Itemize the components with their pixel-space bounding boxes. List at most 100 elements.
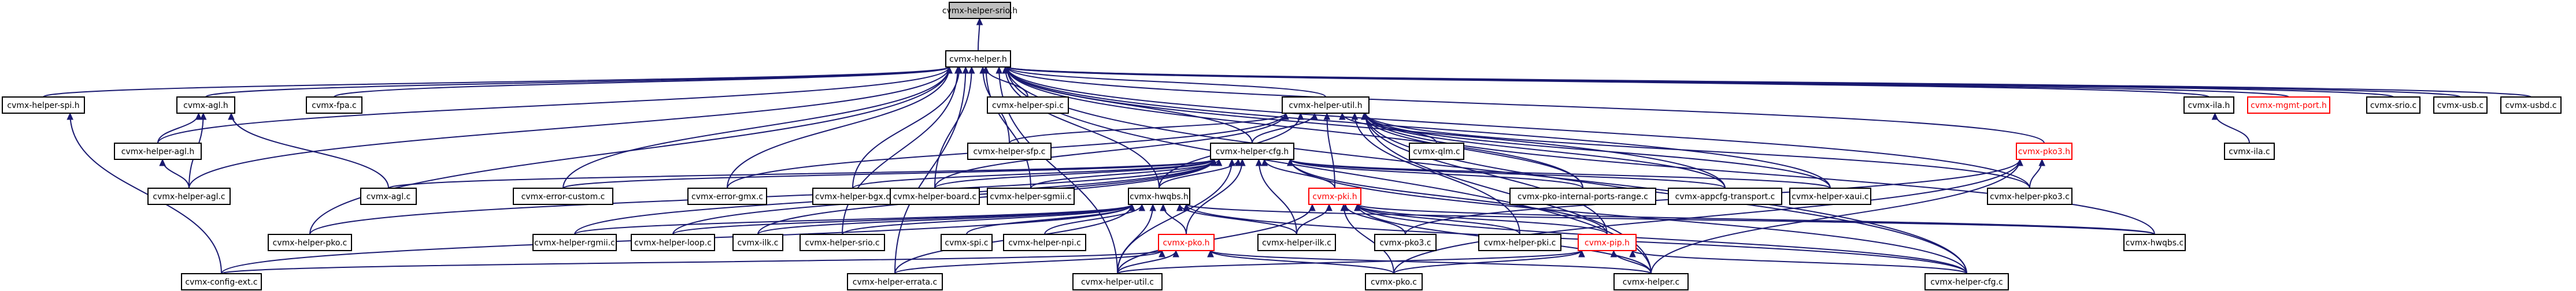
node-box: [1987, 188, 2072, 205]
node-usb-c[interactable]: cvmx-usb.c: [2433, 96, 2488, 114]
edge-hilk_c-to-hwqbs_h: [1179, 204, 1297, 235]
edge-pkoipr_c-to-util_h: [1363, 113, 1583, 189]
node-srio-c[interactable]: cvmx-srio.c: [2366, 96, 2420, 114]
node-box: [1613, 273, 1689, 290]
node-rgmii-c[interactable]: cvmx-helper-rgmii.c: [532, 234, 617, 251]
node-box: [1924, 273, 2009, 290]
node-helper-h[interactable]: cvmx-helper.h: [945, 50, 1011, 68]
arrowhead-errata_c-to-pko_h: [1159, 249, 1165, 258]
node-ila-c[interactable]: cvmx-ila.c: [2224, 143, 2275, 160]
node-pip-h[interactable]: cvmx-pip.h: [1578, 234, 1637, 251]
edge-xaui_c-to-cfg_h: [1290, 159, 1831, 189]
node-fpa-c[interactable]: cvmx-fpa.c: [306, 96, 362, 114]
node-box: [268, 234, 352, 251]
node-bgx-c[interactable]: cvmx-helper-bgx.c: [812, 188, 893, 205]
node-hutil-c[interactable]: cvmx-helper-util.c: [1072, 273, 1163, 290]
node-errcust-c[interactable]: cvmx-error-custom.c: [513, 188, 613, 205]
node-box: [2366, 96, 2420, 114]
node-box: [114, 143, 202, 160]
node-hpki-c[interactable]: cvmx-helper-pki.c: [1478, 234, 1561, 251]
edge-hwqbs_h-to-cfg_h: [1159, 159, 1239, 189]
node-npi-c[interactable]: cvmx-helper-npi.c: [1003, 234, 1086, 251]
node-pki-h[interactable]: cvmx-pki.h: [1308, 188, 1361, 205]
node-box: [812, 188, 893, 205]
arrowhead-bgx_c-to-helper_h: [956, 66, 963, 74]
node-spi-h[interactable]: cvmx-helper-spi.h: [2, 96, 85, 114]
node-label: cvmx-hwqbs.h: [1130, 192, 1189, 202]
arrowhead-hutil_c-to-cfg_h: [1228, 158, 1235, 166]
node-label: cvmx-helper-util.c: [1081, 278, 1154, 287]
node-pko-h[interactable]: cvmx-pko.h: [1158, 234, 1215, 251]
node-label: cvmx-helper-pko.c: [273, 238, 347, 248]
node-helper-c[interactable]: cvmx-helper.c: [1613, 273, 1689, 290]
edge-board_c-to-helper_h: [934, 66, 972, 189]
node-box: [2183, 96, 2234, 114]
edge-agl_h-to-helper_h: [205, 66, 950, 98]
node-hagl-c[interactable]: cvmx-helper-agl.c: [147, 188, 231, 205]
node-errgmx-c[interactable]: cvmx-error-gmx.c: [687, 188, 767, 205]
edge-hutil_c-to-pko_h: [1117, 250, 1177, 274]
node-box: [532, 234, 617, 251]
node-appcfg-c[interactable]: cvmx-appcfg-transport.c: [1668, 188, 1782, 205]
node-label: cvmx-pko3.h: [2018, 147, 2070, 156]
node-box: [967, 143, 1052, 160]
node-hsrio-c[interactable]: cvmx-helper-srio.c: [800, 234, 885, 251]
node-pkoipr-c[interactable]: cvmx-pko-internal-ports-range.c: [1509, 188, 1656, 205]
node-label: cvmx-agl.h: [183, 101, 228, 110]
node-usbd-c[interactable]: cvmx-usbd.c: [2500, 96, 2562, 114]
node-ila-h[interactable]: cvmx-ila.h: [2183, 96, 2234, 114]
edge-confext_c-to-spi_h: [69, 113, 222, 274]
edge-hagl_h-to-helper_h: [157, 66, 950, 144]
edge-hsrio_c-to-helper_h: [842, 66, 958, 235]
node-sfp-c[interactable]: cvmx-helper-sfp.c: [967, 143, 1052, 160]
node-cfg-h[interactable]: cvmx-helper-cfg.h: [1210, 143, 1294, 160]
node-confext-c[interactable]: cvmx-config-ext.c: [181, 273, 262, 290]
arrowhead-ila_c-to-ila_h: [2211, 112, 2219, 120]
node-ilk-c[interactable]: cvmx-ilk.c: [732, 234, 783, 251]
arrowhead-errata_c-to-helper_h: [962, 66, 969, 74]
edge-errcust_c-to-helper_h: [562, 66, 950, 189]
node-xaui-c[interactable]: cvmx-helper-xaui.c: [1789, 188, 1871, 205]
node-box: [147, 188, 231, 205]
node-mgmt-h[interactable]: cvmx-mgmt-port.h: [2247, 96, 2330, 114]
node-spi2-c[interactable]: cvmx-spi.c: [941, 234, 993, 251]
node-errata-c[interactable]: cvmx-helper-errata.c: [847, 273, 943, 290]
node-board-c[interactable]: cvmx-helper-board.c: [890, 188, 980, 205]
node-label: cvmx-helper-spi.h: [7, 101, 79, 110]
node-agl-h[interactable]: cvmx-agl.h: [176, 96, 235, 114]
node-spi-c[interactable]: cvmx-helper-spi.c: [987, 96, 1069, 114]
arrowhead-hutil_c-to-helper_h: [995, 66, 1002, 74]
edge-agl_c-to-agl_h: [231, 113, 389, 189]
arrowhead-pko_c-to-pki_h: [1340, 203, 1348, 211]
node-pko3-c[interactable]: cvmx-pko3.c: [1374, 234, 1437, 251]
node-label: cvmx-helper-sgmii.c: [990, 192, 1072, 202]
arrowhead-errgmx_c-to-util_h: [1282, 112, 1289, 120]
node-pko3-h[interactable]: cvmx-pko3.h: [2016, 143, 2072, 160]
edge-board_c-to-util_h: [934, 113, 1286, 189]
edge-pko3_h-to-helper_h: [1006, 66, 2045, 144]
node-box: [941, 234, 993, 251]
edge-hutil_c-to-pki_h: [1117, 204, 1313, 274]
node-hilk-c[interactable]: cvmx-helper-ilk.c: [1257, 234, 1336, 251]
node-hagl-h[interactable]: cvmx-helper-agl.h: [114, 143, 202, 160]
edge-rgmii_c-to-hwqbs_h: [574, 204, 1132, 235]
node-util-h[interactable]: cvmx-helper-util.h: [1282, 96, 1370, 114]
node-label: cvmx-helper-xaui.c: [1792, 192, 1869, 202]
node-hpko-c[interactable]: cvmx-helper-pko.c: [268, 234, 352, 251]
node-hwqbs-h[interactable]: cvmx-hwqbs.h: [1128, 188, 1190, 205]
edge-usbd_c-to-helper_h: [1006, 66, 2531, 98]
node-pko-c[interactable]: cvmx-pko.c: [1365, 273, 1423, 290]
node-hwqbs-c[interactable]: cvmx-hwqbs.c: [2123, 234, 2186, 251]
arrowhead-pki_h-to-util_h: [1323, 112, 1331, 120]
node-hcfg-c[interactable]: cvmx-helper-cfg.c: [1924, 273, 2009, 290]
node-loop-c[interactable]: cvmx-helper-loop.c: [631, 234, 715, 251]
edge-sfp_c-to-util_h: [1009, 113, 1286, 144]
arrowhead-pki_h-to-cfg_h: [1261, 158, 1268, 166]
node-hpko3-c[interactable]: cvmx-helper-pko3.c: [1987, 188, 2072, 205]
node-agl-c[interactable]: cvmx-agl.c: [360, 188, 417, 205]
node-label: cvmx-ila.h: [2188, 101, 2230, 110]
node-qlm-c[interactable]: cvmx-qlm.c: [1409, 143, 1464, 160]
node-sgmii-c[interactable]: cvmx-helper-sgmii.c: [987, 188, 1075, 205]
node-srio-h[interactable]: cvmx-helper-srio.h: [942, 2, 1017, 19]
